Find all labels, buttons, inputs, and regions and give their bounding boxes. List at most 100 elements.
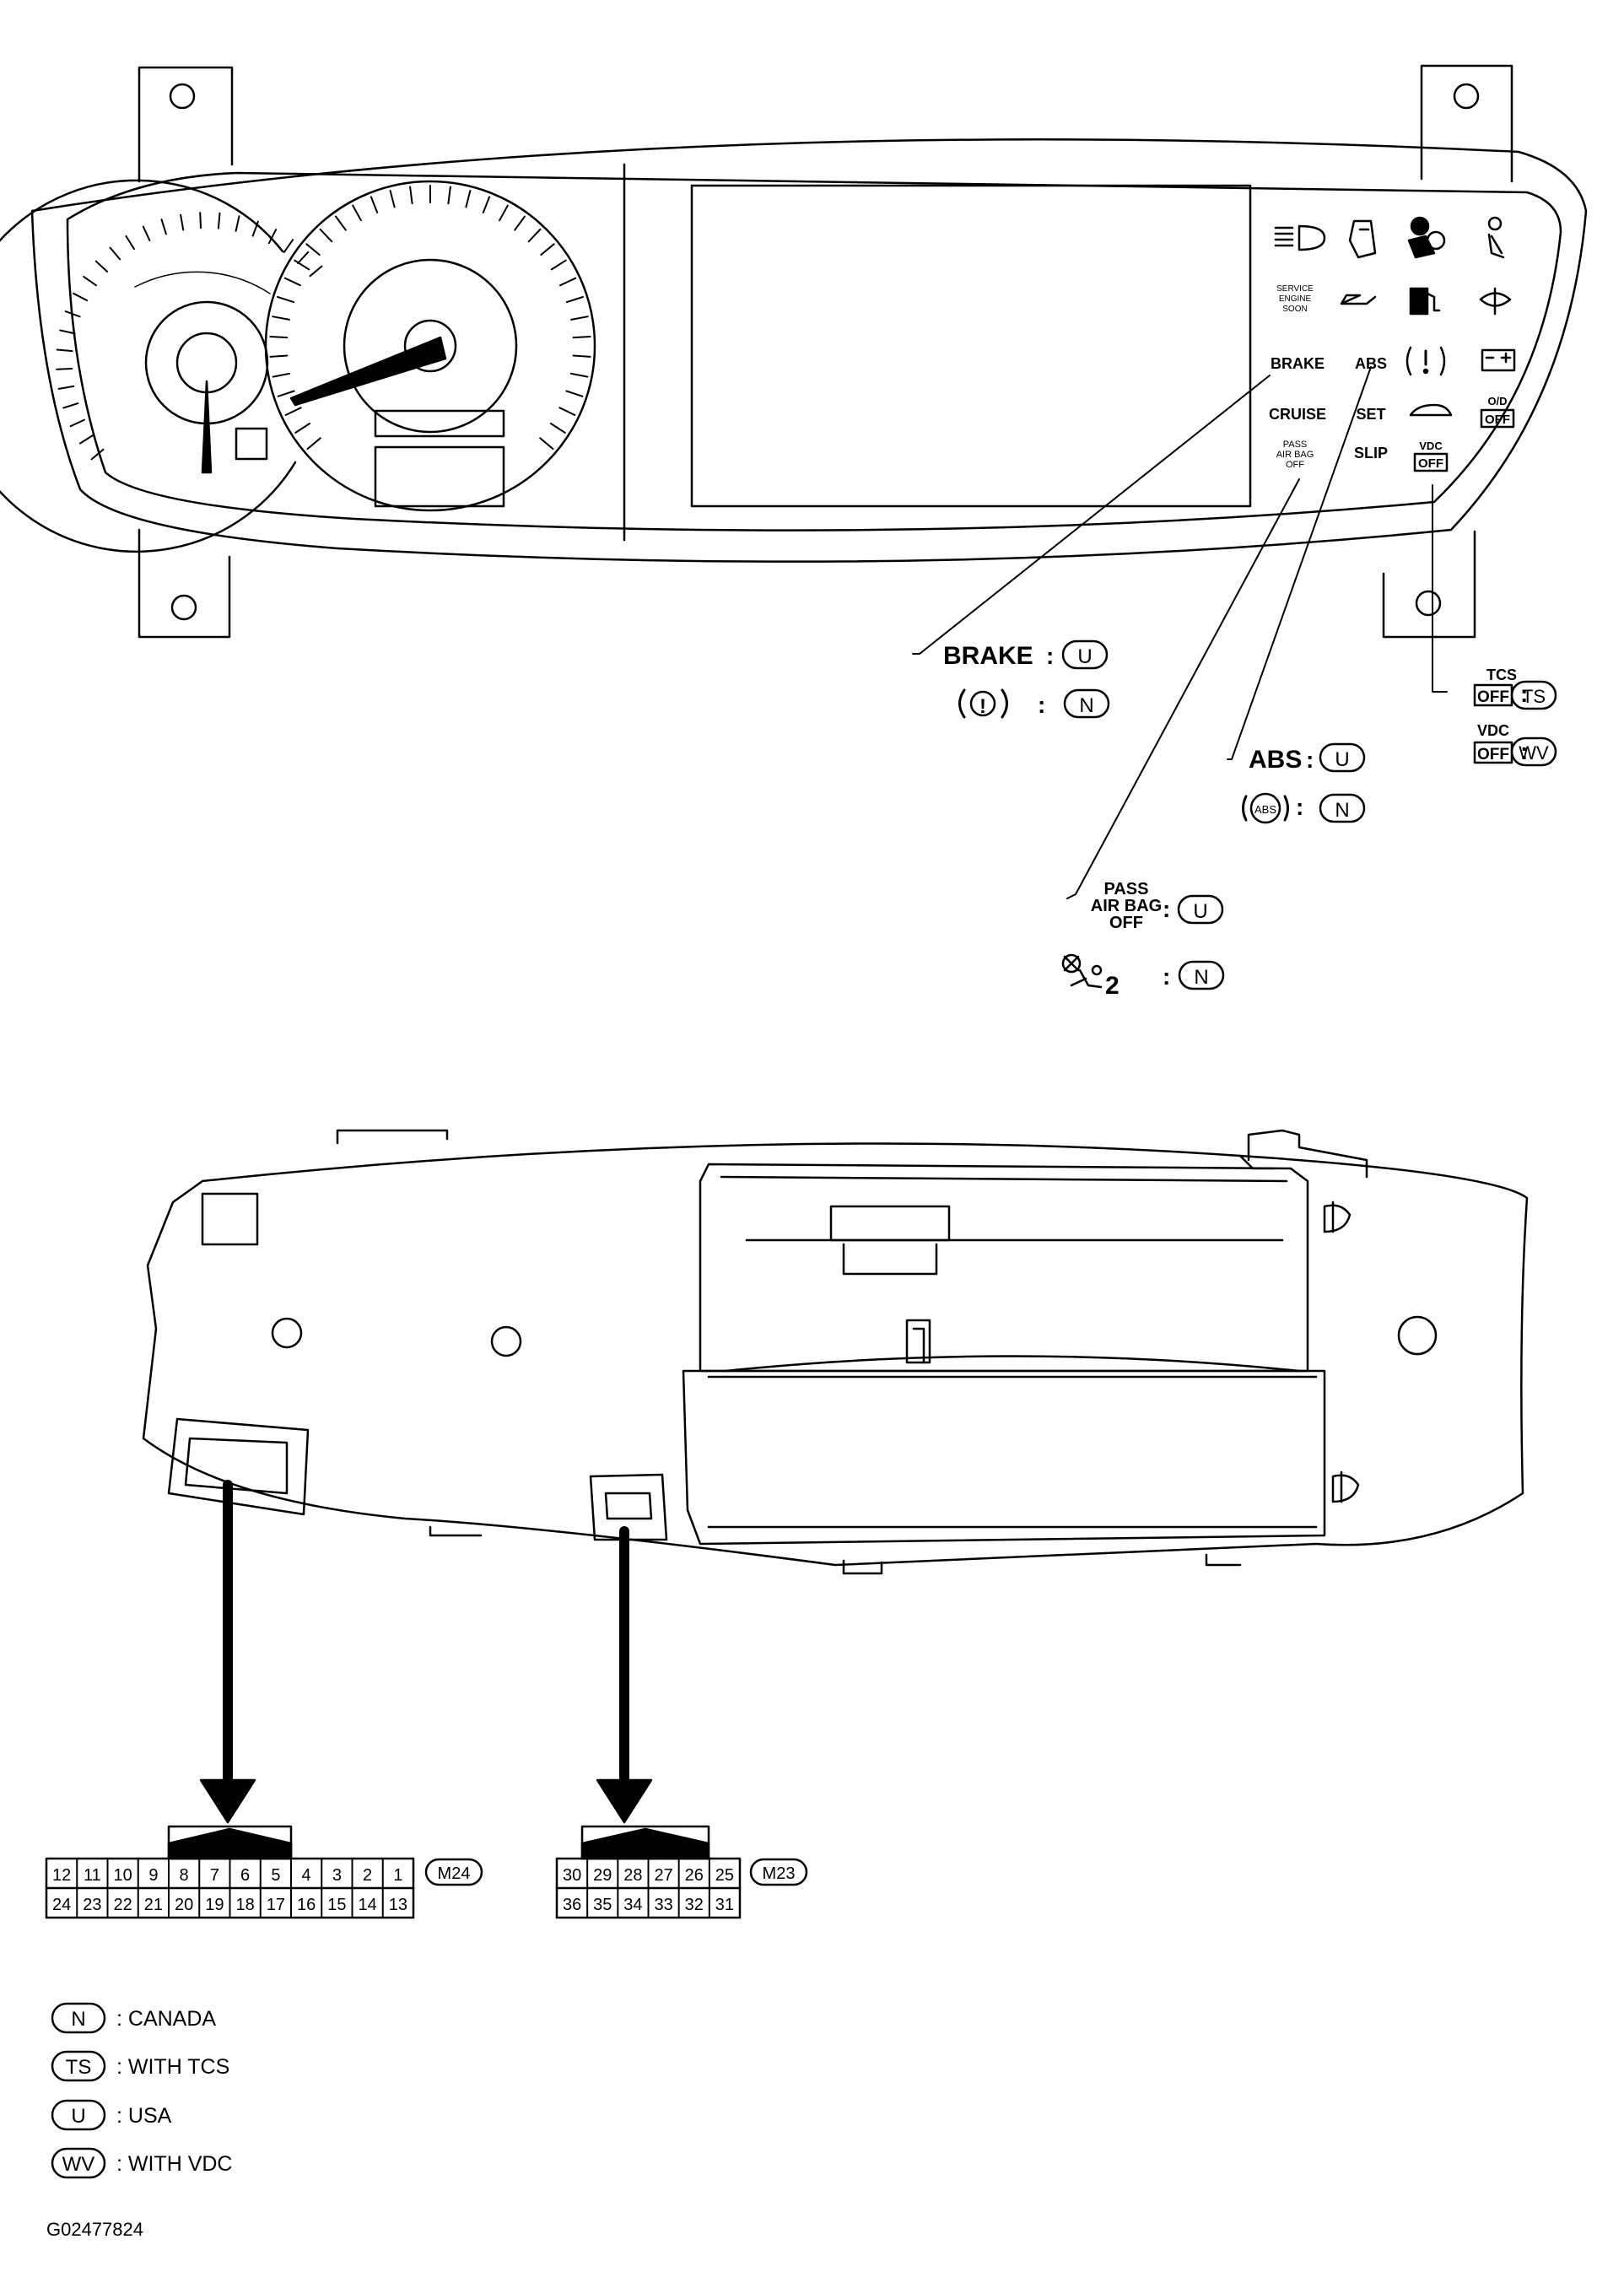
separator: : [1038, 692, 1045, 718]
pin-number: 23 [83, 1896, 101, 1914]
pass-airbag-label-2: AIR BAG [1276, 450, 1314, 460]
vdc-off-label: OFF [1418, 456, 1443, 471]
vdc-indicator-label: VDC [1419, 440, 1443, 452]
display-module [682, 1163, 1326, 1546]
connector-m24-id: M24 [438, 1864, 471, 1883]
brake-symbol-code: N [1079, 694, 1093, 717]
pin-number: 35 [593, 1896, 612, 1914]
connector-m23-housing [589, 1473, 668, 1541]
pin-number: 36 [563, 1896, 581, 1914]
pin-number: 17 [267, 1896, 285, 1914]
abs-symbol-code: N [1335, 799, 1349, 822]
service-engine-label-2: ENGINE [1279, 294, 1312, 304]
vehicle-icon [1409, 403, 1453, 417]
pin-number: 32 [685, 1896, 704, 1914]
connector-id-badge [749, 1858, 808, 1886]
pin-number: 11 [84, 1866, 101, 1885]
pin-number: 10 [113, 1866, 132, 1885]
separator: : [1520, 738, 1528, 764]
mounting-tab [1382, 530, 1476, 639]
pin-number: 3 [332, 1866, 342, 1885]
mounting-tab [138, 528, 231, 639]
pin-number: 8 [180, 1866, 189, 1885]
badge-u [1061, 639, 1109, 670]
pin-number: 1 [393, 1866, 402, 1885]
pin-number: 33 [654, 1896, 672, 1914]
pin-number: 28 [623, 1866, 642, 1885]
tcs-code: TS [1522, 686, 1546, 707]
brake-word-code: U [1077, 645, 1092, 668]
oil-pressure-icon [1340, 294, 1377, 305]
legend-text: : WITH TCS [116, 2055, 229, 2079]
rear-cutout [201, 1192, 259, 1246]
slip-indicator-label: SLIP [1354, 445, 1388, 461]
pin-number: 2 [363, 1866, 372, 1885]
meter-housing-outer [30, 138, 1588, 563]
mounting-tab [1420, 64, 1513, 183]
seatbelt-warning-icon [1487, 216, 1505, 259]
vdc-code: WV [1519, 742, 1549, 763]
cruise-indicator-label: CRUISE [1269, 406, 1326, 423]
pin-number: 20 [175, 1896, 193, 1914]
set-indicator-label: SET [1356, 406, 1385, 423]
pin-number: 29 [593, 1866, 612, 1885]
rear-mounting-hole [1397, 1315, 1438, 1356]
pin-number: 25 [715, 1866, 734, 1885]
separator: : [1306, 747, 1314, 773]
indicator-panel [1274, 216, 1516, 472]
pin-number: 31 [715, 1896, 734, 1914]
pin-number: 6 [240, 1866, 250, 1885]
headlight-high-beam-icon [1274, 224, 1326, 251]
separator: : [1163, 963, 1170, 990]
pin-number: 21 [144, 1896, 163, 1914]
tcs-callout-top: TCS [1486, 666, 1517, 683]
brake-indicator-label: BRAKE [1271, 355, 1325, 372]
meter-bezel [66, 171, 1562, 531]
meter-front-view [0, 64, 1588, 639]
connector-arrows [199, 1480, 653, 1824]
indicator-labels: SERVICE ENGINE SOON BRAKE ABS CRUISE SET… [1269, 284, 1510, 471]
pin-number: 16 [297, 1896, 316, 1914]
od-off-box [1480, 408, 1515, 429]
badge-u [1319, 742, 1366, 773]
pin-number: 7 [210, 1866, 219, 1885]
pin-number: 19 [205, 1896, 224, 1914]
pass-airbag-callout-1: PASS [1104, 880, 1149, 898]
figure-id: G02477824 [46, 2219, 143, 2240]
vdc-off-box [1473, 741, 1513, 764]
pin-number: 14 [358, 1896, 376, 1914]
separator: : [1046, 643, 1054, 669]
pin-number: 34 [623, 1896, 642, 1914]
callout-labels: BRAKE : U : N ! ABS : U ABS : N TCS OFF … [943, 642, 1549, 1000]
legend-code: WV [62, 2153, 95, 2176]
meter-rear-view [142, 1129, 1529, 1575]
badge-n [1319, 793, 1366, 823]
pin-number: 26 [685, 1866, 704, 1885]
pin-number: 30 [563, 1866, 581, 1885]
pass-airbag-label-3: OFF [1286, 460, 1304, 470]
od-indicator-label: O/D [1487, 395, 1507, 407]
connector-id-badge [424, 1858, 483, 1886]
mounting-tab [138, 66, 234, 183]
badge-n [1063, 688, 1110, 719]
legend-text: : WITH VDC [116, 2152, 233, 2176]
battery-charge-icon [1481, 348, 1516, 372]
legend-code: U [71, 2105, 85, 2128]
pin-number: 18 [235, 1896, 254, 1914]
pin-number: 12 [52, 1866, 71, 1885]
badge-n [1178, 960, 1225, 990]
pass-airbag-word-code: U [1193, 900, 1207, 923]
pin-number: 13 [389, 1896, 407, 1914]
tcs-callout-off: OFF [1477, 688, 1509, 706]
center-display [690, 184, 1252, 508]
leader-lines [912, 366, 1448, 899]
tcs-off-box [1473, 683, 1513, 707]
abs-word-code: U [1335, 748, 1349, 771]
connector-m24-housing [167, 1417, 310, 1516]
washer-fluid-icon [1479, 287, 1512, 316]
pass-airbag-callout-3: OFF [1109, 914, 1143, 932]
airbag-symbol-subscript: 2 [1105, 972, 1120, 1000]
pin-number: 27 [654, 1866, 672, 1885]
